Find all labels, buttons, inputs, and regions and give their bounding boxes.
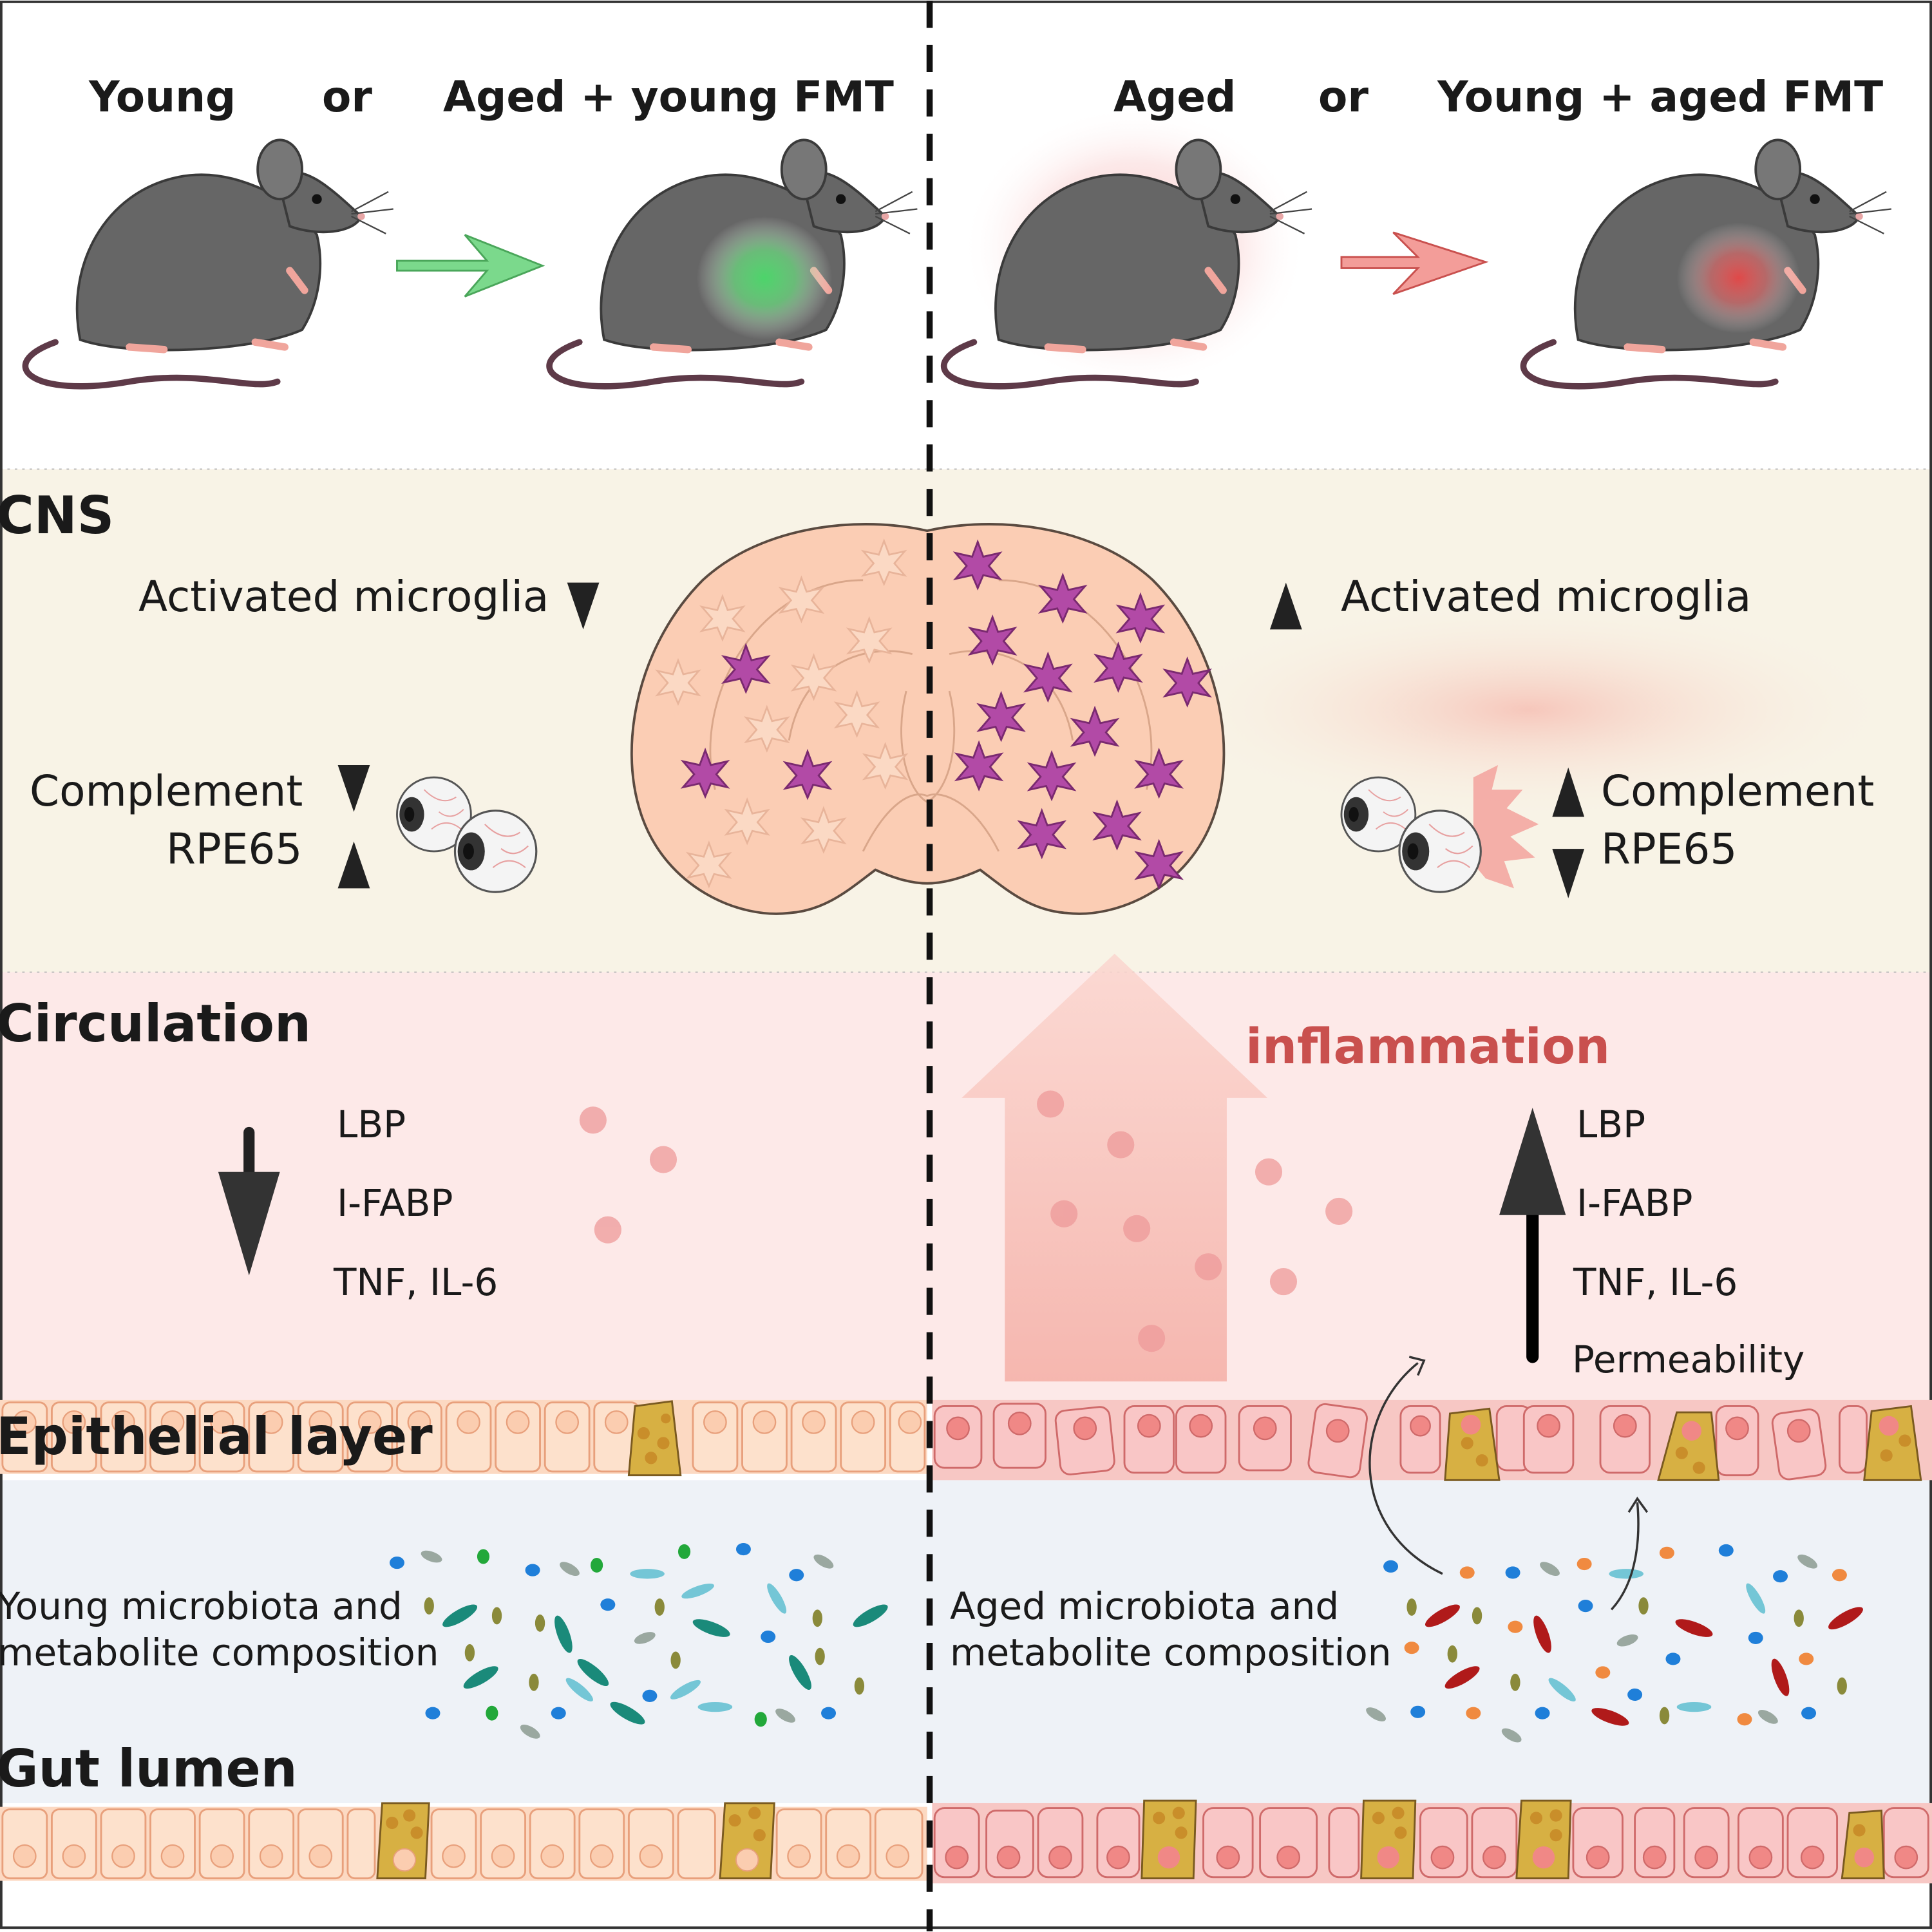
cns-left-rpe65: RPE65 [166, 824, 303, 874]
cns-right-complement: Complement [1601, 766, 1875, 816]
circulation-right-lbp: LBP [1577, 1103, 1646, 1146]
section-title-epithelial: Epithelial layer [0, 1406, 433, 1466]
circulation-band [0, 972, 1932, 1404]
triangle-arrows-cns [337, 582, 1585, 898]
label-aged: Aged [1113, 72, 1236, 122]
cns-right-rpe65: RPE65 [1601, 824, 1738, 874]
bottom-epithelium-left [0, 1802, 927, 1881]
mouse-young-aged-fmt [1523, 140, 1891, 386]
bottom-epithelium-right [932, 1799, 1932, 1884]
label-young-aged-fmt: Young + aged FMT [1437, 72, 1884, 122]
circulation-right-ifabp: I-FABP [1577, 1181, 1693, 1225]
label-or-right: or [1318, 72, 1368, 122]
inflammation-arrow [961, 953, 1268, 1382]
cns-right-microglia: Activated microglia [1341, 572, 1752, 621]
lumen-left-line1: Young microbiota and [0, 1584, 402, 1628]
circulation-particles [579, 1090, 1353, 1352]
section-title-gut-lumen: Gut lumen [0, 1739, 298, 1799]
cns-left-complement: Complement [30, 766, 303, 816]
lumen-band [0, 1480, 1932, 1803]
lumen-right-line1: Aged microbiota and [950, 1584, 1340, 1628]
label-or-left: or [322, 72, 372, 122]
circulation-down-arrow [218, 1126, 280, 1276]
green-arrow [396, 234, 545, 298]
section-title-circulation: Circulation [0, 994, 311, 1054]
circulation-right-permeability: Permeability [1572, 1338, 1805, 1381]
epithelial-layer-right [932, 1399, 1932, 1481]
microbiota-young [389, 1542, 888, 1739]
cns-left-microglia: Activated microglia [138, 572, 549, 621]
permeability-arrows [1368, 1356, 1649, 1611]
mouse-aged [944, 105, 1312, 389]
label-aged-young-fmt: Aged + young FMT [443, 72, 894, 122]
circulation-left-tnf-il6: TNF, IL-6 [334, 1260, 498, 1304]
circulation-right-tnf-il6: TNF, IL-6 [1573, 1260, 1738, 1304]
section-title-cns: CNS [0, 486, 115, 545]
circulation-up-arrow [1499, 1108, 1566, 1363]
circulation-left-lbp: LBP [337, 1103, 406, 1146]
mouse-aged-young-fmt [549, 140, 917, 386]
lumen-right-line2: metabolite composition [950, 1631, 1392, 1674]
red-arrow [1340, 231, 1489, 295]
lumen-left-line2: metabolite composition [0, 1631, 439, 1674]
microbiota-aged [1366, 1544, 1863, 1743]
label-young: Young [89, 72, 236, 122]
eye-pair-right [1340, 764, 1539, 893]
inflammation-label: inflammation [1245, 1018, 1611, 1075]
circulation-left-ifabp: I-FABP [337, 1181, 453, 1225]
epithelial-layer-left [0, 1399, 927, 1477]
